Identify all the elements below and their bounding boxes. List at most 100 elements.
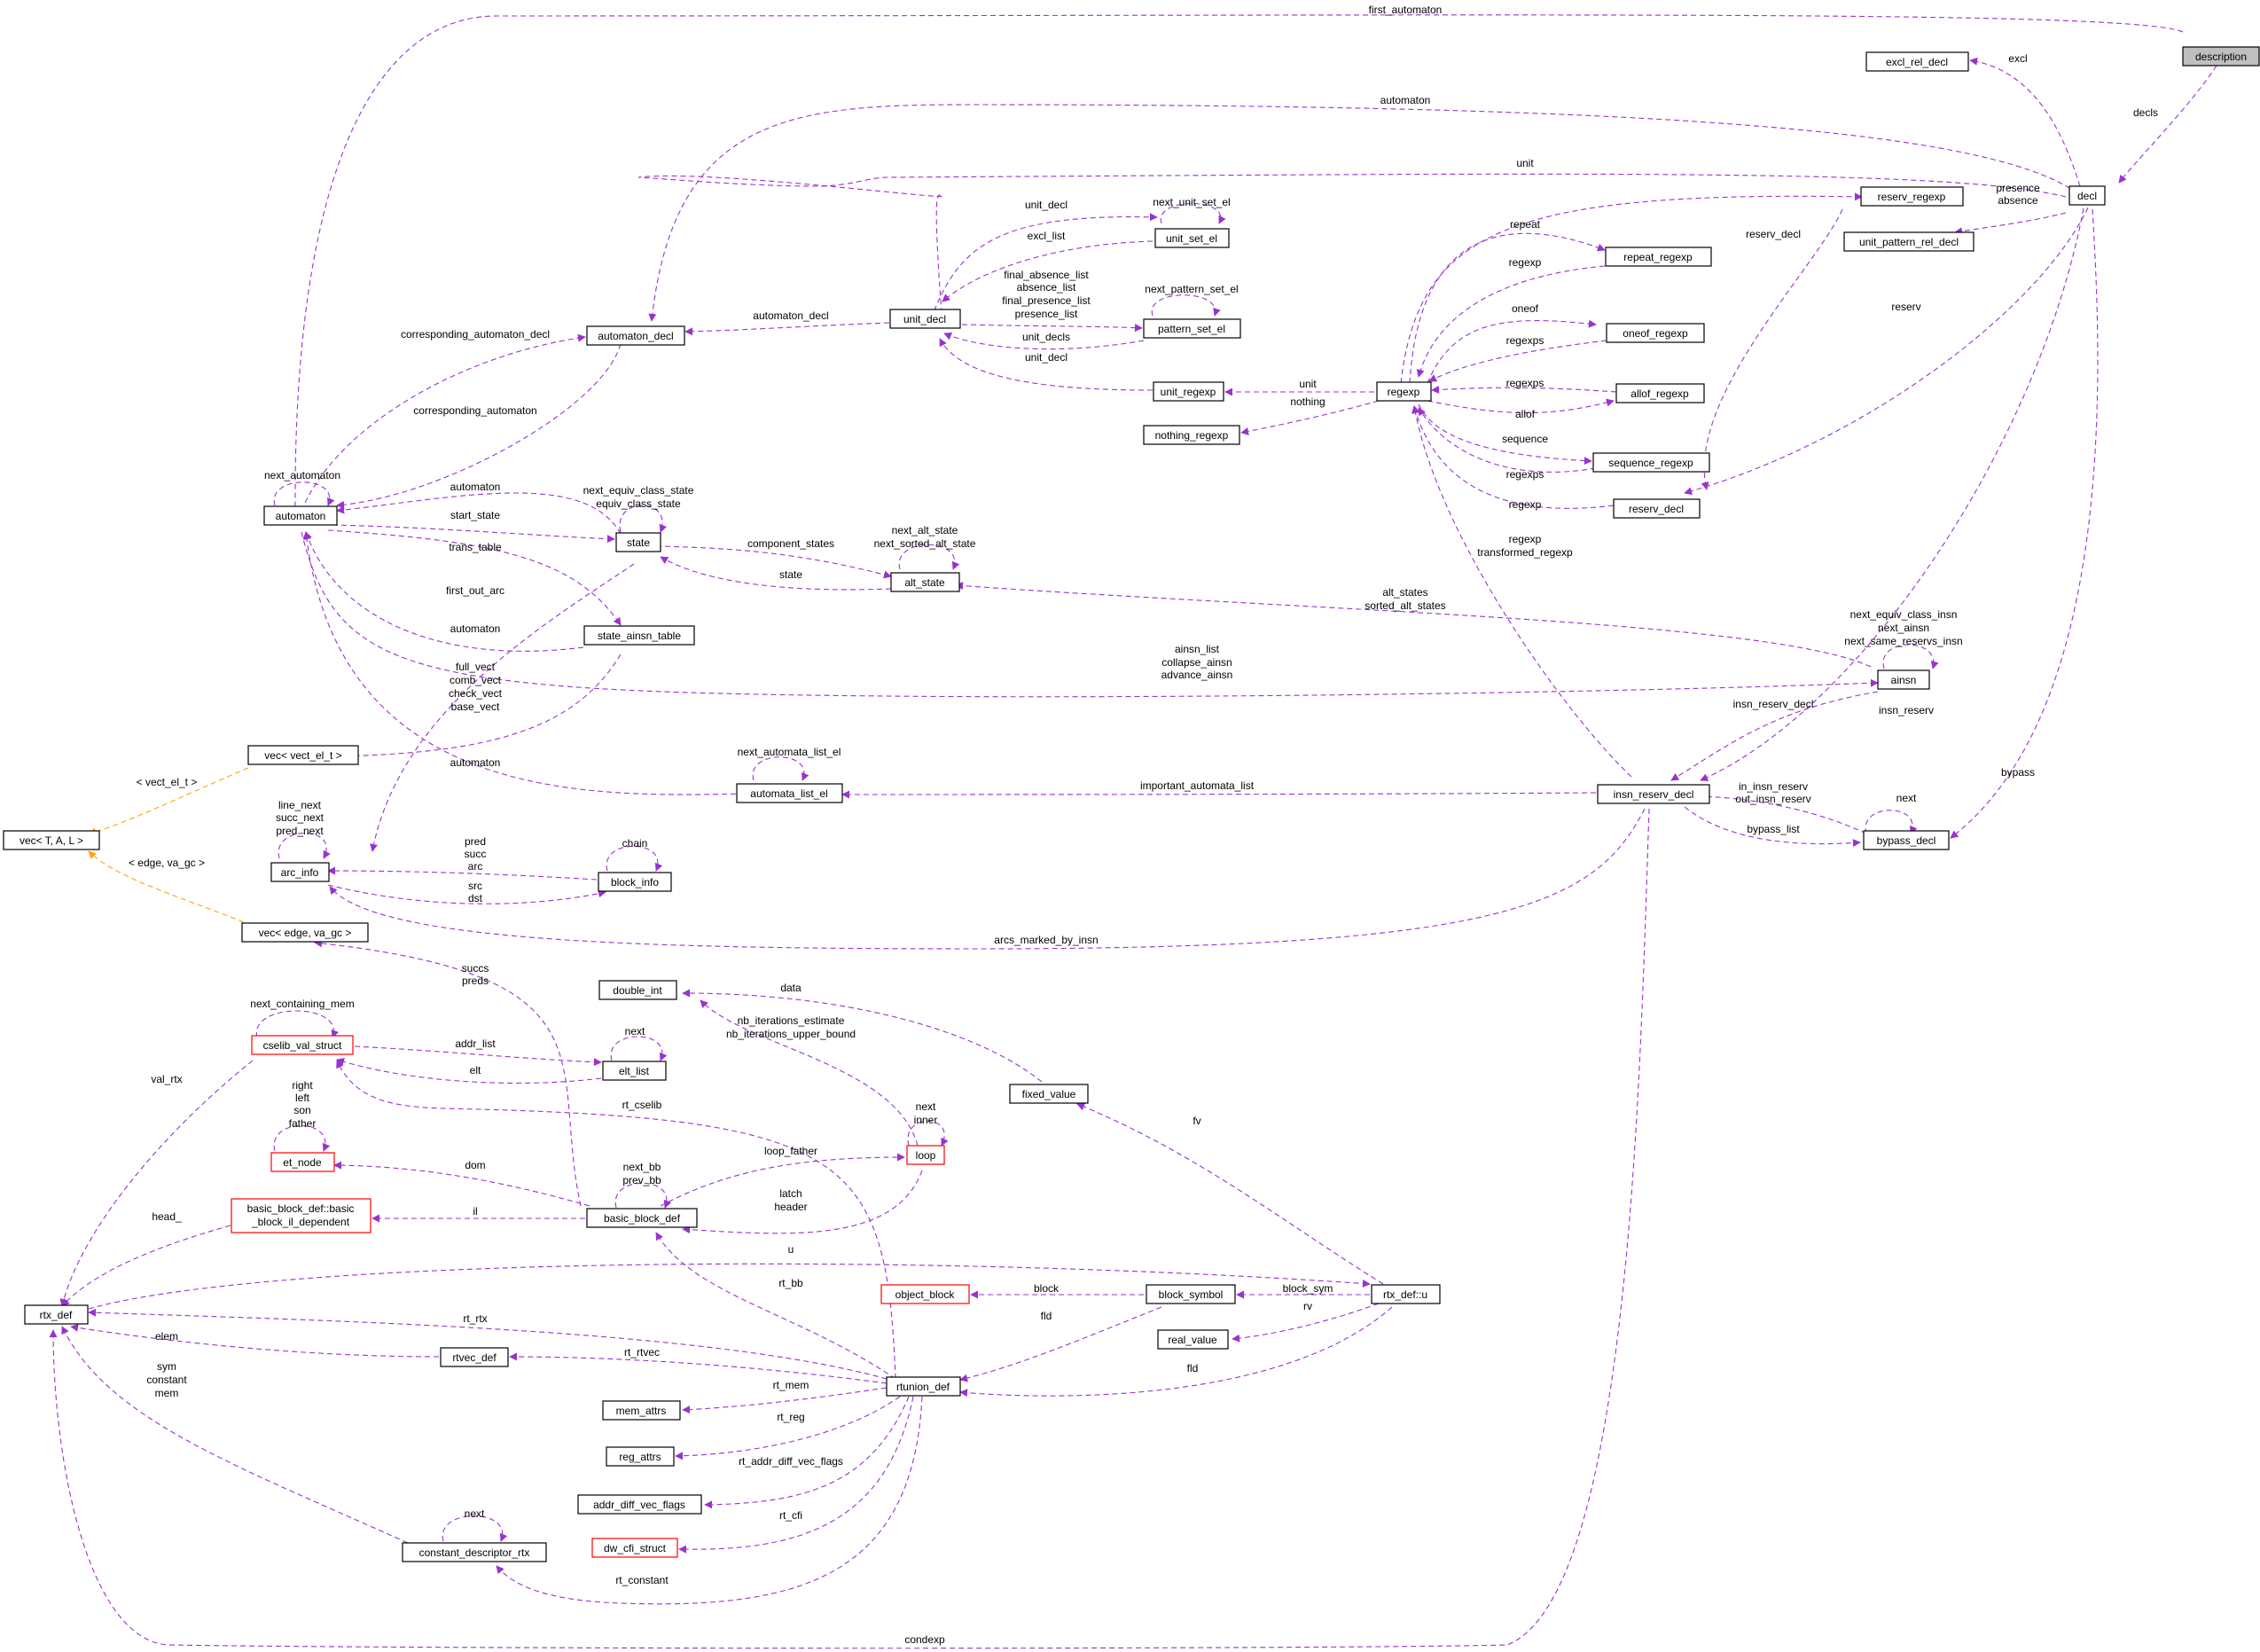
edge-label: state — [779, 568, 802, 581]
edge-rt-cselib — [336, 1060, 896, 1380]
edge-bypass-list — [1684, 806, 1861, 848]
edge-u — [88, 1263, 1371, 1310]
edge-label: next_equiv_class_insn — [1850, 608, 1958, 621]
edge-component-states — [655, 545, 892, 579]
node-vec-edge-va-gc[interactable] — [241, 922, 369, 943]
node-state[interactable] — [615, 532, 661, 552]
edge-first-automaton — [291, 14, 2184, 515]
node-bypass-decl[interactable] — [1863, 830, 1950, 850]
node-oneof-regexp[interactable] — [1606, 323, 1705, 343]
edge-presence-absence — [1954, 212, 2067, 236]
node-cselib-val-struct[interactable] — [251, 1035, 354, 1055]
edge-label: next_automata_list_el — [738, 746, 841, 758]
edge-next-unit-set-el — [1160, 203, 1226, 224]
edge-label: dst — [468, 892, 483, 904]
node-basic-block-def[interactable] — [586, 1208, 698, 1228]
node-fixed-value-label: fixed_value — [1022, 1088, 1076, 1100]
node-regexp[interactable] — [1376, 381, 1432, 402]
node-alt-state[interactable] — [890, 572, 960, 592]
node-constant-descriptor-rtx-label: constant_descriptor_rtx — [419, 1546, 530, 1559]
edge-next-alt-state — [898, 544, 960, 570]
edge-label: ainsn_list — [1175, 643, 1220, 655]
node-unit-decl-label: unit_decl — [903, 313, 946, 325]
node-unit-set-el[interactable] — [1154, 228, 1230, 248]
edge-label: pred_next — [276, 825, 324, 837]
node-vec-vect-el-t[interactable] — [247, 745, 359, 765]
edge-label: regexp — [1509, 498, 1542, 511]
edge-label: succs — [462, 962, 489, 975]
node-reserv-regexp[interactable] — [1860, 186, 1964, 207]
node-excl-rel-decl[interactable] — [1865, 51, 1969, 72]
node-rtvec-def[interactable] — [440, 1347, 509, 1367]
edge-label: block_sym — [1283, 1282, 1333, 1295]
node-unit-decl[interactable] — [889, 309, 961, 329]
edge-val-rtx — [59, 1060, 254, 1307]
node-reserv-decl[interactable] — [1613, 498, 1701, 519]
edge-label: collapse_ainsn — [1161, 656, 1232, 669]
node-rtx-def[interactable] — [24, 1304, 89, 1325]
edge-elem — [70, 1323, 440, 1358]
node-ainsn[interactable] — [1877, 669, 1930, 690]
node-automata-list-el-label: automata_list_el — [750, 787, 827, 800]
edge-trans-table — [327, 529, 622, 626]
edge-label: regexps — [1506, 334, 1544, 347]
node-arc-info[interactable] — [270, 862, 330, 882]
node-double-int[interactable] — [598, 980, 677, 1000]
node-allof-regexp-label: allof_regexp — [1630, 388, 1689, 400]
edge-next-automaton — [273, 482, 335, 506]
node-real-value-label: real_value — [1168, 1334, 1217, 1346]
edge-label: full_vect — [456, 661, 496, 673]
edge-label: excl — [2008, 52, 2027, 65]
node-rtunion-def[interactable] — [886, 1376, 961, 1397]
node-addr-diff-vec-flags[interactable] — [577, 1494, 702, 1515]
node-insn-reserv-decl[interactable] — [1597, 784, 1710, 804]
edge-label: insn_reserv — [1879, 704, 1934, 716]
node-vec-t-a-l[interactable] — [3, 830, 100, 850]
node-basic-block-il-dependent[interactable] — [231, 1198, 371, 1233]
node-nothing-regexp[interactable] — [1143, 425, 1240, 445]
node-automaton[interactable] — [263, 505, 338, 526]
node-unit-regexp[interactable] — [1153, 381, 1224, 402]
edge-regexp-reserv — [1400, 192, 1863, 384]
node-rtvec-def-label: rtvec_def — [452, 1351, 497, 1364]
edge-label: next — [465, 1507, 485, 1520]
node-rtx-def-u[interactable] — [1371, 1284, 1441, 1304]
node-object-block[interactable] — [880, 1284, 970, 1304]
edge-reserv — [1684, 207, 2089, 496]
edge-label: insn_reserv_decl — [1733, 698, 1814, 710]
edge-label: next_same_reservs_insn — [1844, 635, 1962, 647]
node-pattern-set-el[interactable] — [1143, 318, 1241, 339]
node-reg-attrs[interactable] — [606, 1446, 675, 1467]
edge-label: loop_father — [764, 1145, 817, 1157]
node-loop[interactable] — [906, 1145, 945, 1165]
edge-edge-va-gc — [88, 850, 245, 923]
node-et-node-label: et_node — [283, 1156, 322, 1169]
node-real-value[interactable] — [1157, 1329, 1229, 1350]
node-dw-cfi-struct[interactable] — [591, 1538, 678, 1558]
node-vec-vect-el-t-label: vec< vect_el_t > — [264, 749, 341, 762]
node-sequence-regexp[interactable] — [1592, 452, 1710, 473]
edge-label: elem — [155, 1330, 178, 1343]
node-description[interactable] — [2182, 46, 2260, 67]
node-bypass-decl-label: bypass_decl — [1877, 834, 1936, 847]
node-repeat-regexp[interactable] — [1605, 247, 1712, 267]
node-addr-diff-vec-flags-label: addr_diff_vec_flags — [593, 1499, 685, 1511]
node-automaton-decl[interactable] — [586, 325, 685, 346]
node-elt-list[interactable] — [602, 1061, 667, 1081]
node-fixed-value[interactable] — [1009, 1084, 1089, 1104]
edge-label: unit_decl — [1025, 199, 1067, 211]
node-automaton-decl-label: automaton_decl — [598, 330, 673, 342]
node-constant-descriptor-rtx[interactable] — [402, 1542, 547, 1562]
node-et-node[interactable] — [270, 1152, 335, 1172]
node-block-symbol[interactable] — [1146, 1284, 1236, 1304]
edge-state-lbl — [660, 556, 892, 591]
node-mem-attrs[interactable] — [602, 1400, 681, 1421]
node-automata-list-el[interactable] — [736, 783, 843, 803]
node-state-ainsn-table[interactable] — [583, 625, 695, 646]
node-decl[interactable] — [2068, 185, 2106, 206]
node-unit-pattern-rel-decl[interactable] — [1843, 231, 1975, 252]
edge-label: src — [468, 880, 482, 892]
edge-insn-reserv-decl — [1670, 691, 1879, 781]
node-block-info[interactable] — [598, 872, 672, 892]
node-allof-regexp[interactable] — [1615, 383, 1705, 403]
